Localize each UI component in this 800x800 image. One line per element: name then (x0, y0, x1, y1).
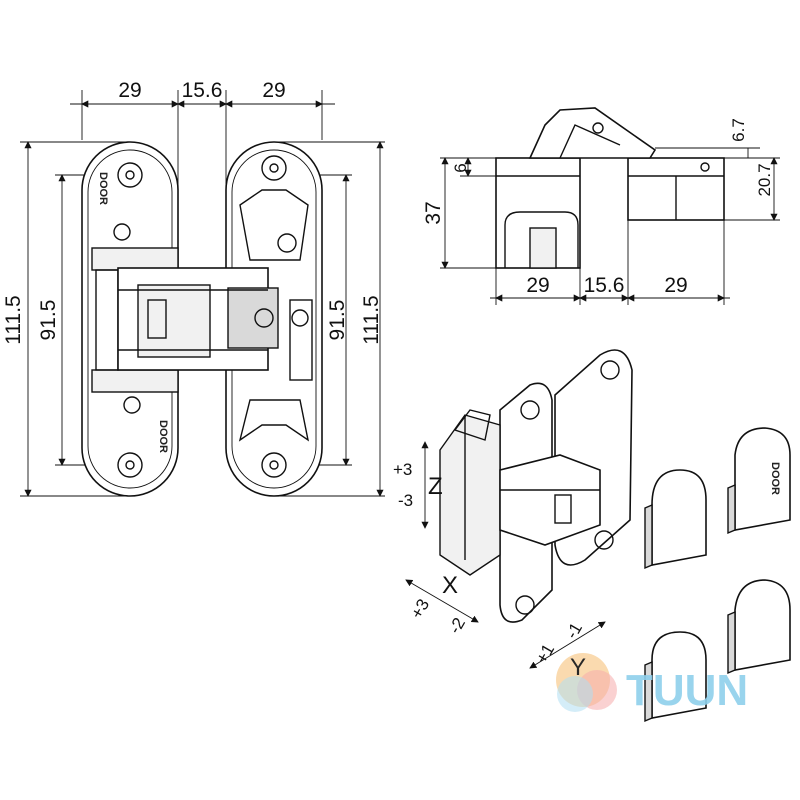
cover-caps: DOOR (644, 427, 791, 723)
x-axis-label: X (442, 572, 458, 599)
z-plus-label: +3 (393, 460, 412, 479)
side-bottom-dim-right: 29 (664, 274, 687, 297)
watermark-text: TUUN (626, 666, 748, 715)
top-dim-left: 29 (118, 79, 141, 102)
z-adjustment: Z +3 -3 (393, 441, 443, 529)
x-minus-label: -2 (445, 614, 469, 637)
x-plus-label: +3 (407, 596, 433, 622)
door-stamp-top: DOOR (97, 172, 109, 205)
left-outer-height: 111.5 (2, 295, 25, 344)
y-plus-label: +1 (532, 641, 558, 667)
x-adjustment: X +3 -2 (405, 572, 479, 637)
z-axis-label: Z (428, 473, 443, 500)
top-dim-center: 15.6 (182, 79, 223, 102)
right-inner-height: 91.5 (326, 300, 349, 341)
side-dim-6-7: 6.7 (729, 118, 748, 142)
cap-door-stamp: DOOR (769, 462, 781, 495)
side-bottom-dim-center: 15.6 (584, 274, 625, 297)
side-bottom-dim-left: 29 (526, 274, 549, 297)
isometric-view: DOOR Z +3 -3 X +3 -2 +1 -1 (393, 349, 791, 723)
right-outer-height: 111.5 (360, 295, 383, 344)
y-minus-label: -1 (562, 619, 586, 642)
left-inner-height: 91.5 (37, 300, 60, 341)
y-axis-label: Y (570, 654, 586, 681)
watermark-logo: Y TUUN (556, 653, 748, 715)
top-dim-right: 29 (262, 79, 285, 102)
z-minus-label: -3 (398, 491, 413, 510)
door-stamp-bottom: DOOR (157, 420, 169, 453)
front-view: 29 15.6 29 111.5 91.5 111.5 91.5 DOOR D (2, 79, 385, 497)
side-view: 37 6 6.7 20.7 29 15.6 (422, 107, 780, 305)
logo-circle-icon (556, 653, 610, 707)
side-height: 37 (422, 201, 445, 224)
hinge-knuckle (117, 267, 279, 371)
side-dim-6: 6 (451, 163, 470, 172)
side-dim-20-7: 20.7 (755, 163, 774, 196)
